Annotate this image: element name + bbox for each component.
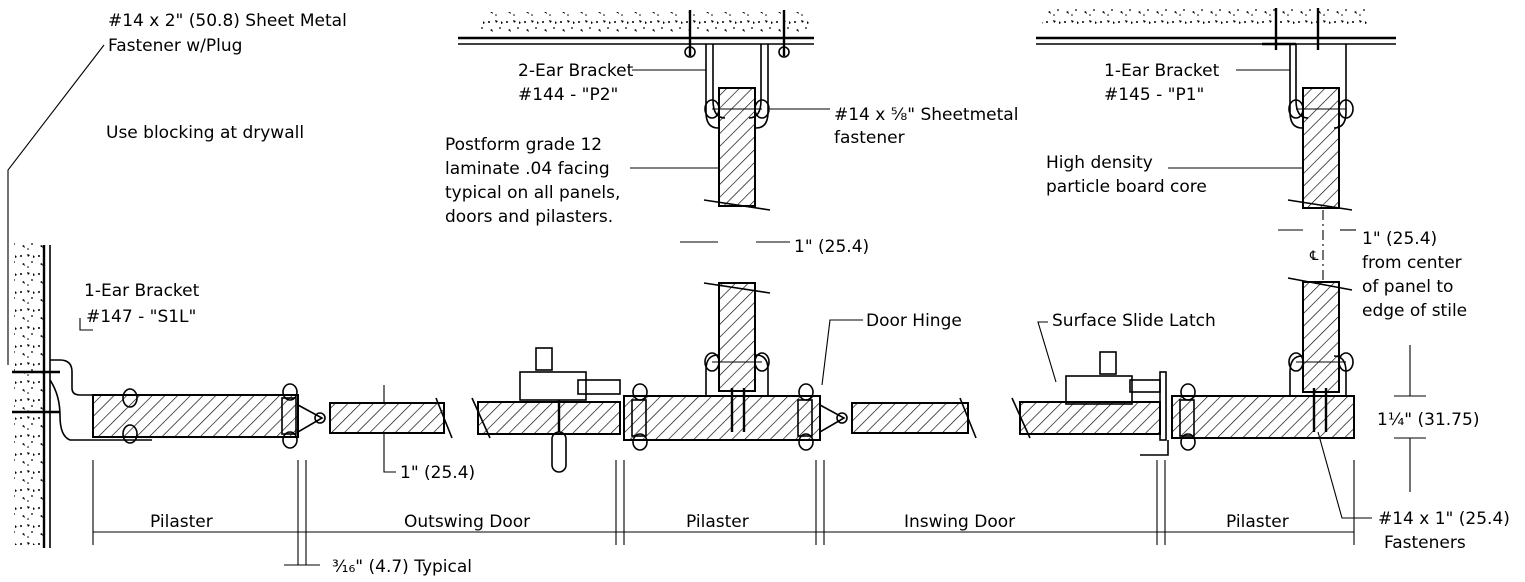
outswing-door-latch-side [471, 347, 621, 473]
label-bracket-p2-2: #144 - "P2" [518, 85, 618, 105]
annotation-labels: #14 x 2" (50.8) Sheet Metal Fastener w/P… [84, 11, 1510, 577]
outswing-door [297, 397, 453, 439]
label-center-note-2: from center [1362, 253, 1462, 273]
centerline-symbol: ℄ [1309, 249, 1319, 264]
panel-right-upper [1262, 8, 1354, 211]
label-center-note-3: of panel to [1362, 277, 1453, 297]
pilaster-left [12, 359, 299, 449]
label-center-note-1: 1" (25.4) [1362, 229, 1437, 249]
label-pilaster-thickness: 1¼" (31.75) [1377, 410, 1479, 430]
dim-label-outswing-door: Outswing Door [404, 512, 530, 532]
label-gap-1in: 1" (25.4) [794, 237, 869, 257]
ceiling-right [1036, 6, 1396, 45]
label-bracket-p1-1: 1-Ear Bracket [1104, 61, 1220, 81]
label-sheetmetal-fastener-2: fastener [834, 128, 905, 148]
label-door-thickness: 1" (25.4) [400, 463, 475, 483]
label-core-2: particle board core [1046, 177, 1207, 197]
label-laminate-2: laminate .04 facing [445, 159, 610, 179]
inswing-door [819, 397, 977, 439]
dim-label-pilaster-middle: Pilaster [686, 512, 749, 532]
label-slide-latch: Surface Slide Latch [1052, 311, 1216, 331]
label-bracket-p1-2: #145 - "P1" [1104, 85, 1204, 105]
panel-middle-lower [703, 282, 771, 396]
label-bracket-s1l-2: #147 - "S1L" [86, 307, 196, 327]
label-bracket-s1l-1: 1-Ear Bracket [84, 281, 200, 301]
dim-label-pilaster-right: Pilaster [1226, 512, 1289, 532]
dim-label-pilaster-left: Pilaster [150, 512, 213, 532]
label-laminate-1: Postform grade 12 [445, 135, 602, 155]
label-gap-typical: ³⁄₁₆" (4.7) Typical [332, 557, 472, 577]
label-core-1: High density [1046, 153, 1153, 173]
label-bracket-p2-1: 2-Ear Bracket [518, 61, 634, 81]
inswing-door-latch-side [1011, 351, 1169, 456]
panel-right-lower [1287, 210, 1354, 396]
panel-middle-upper [684, 10, 790, 211]
dim-label-inswing-door: Inswing Door [904, 512, 1015, 532]
label-door-hinge: Door Hinge [866, 311, 962, 331]
label-sheet-metal-fastener-2: Fastener w/Plug [108, 36, 242, 56]
label-fasteners-1in-2: Fasteners [1384, 533, 1466, 553]
label-sheetmetal-fastener: #14 x ⅝" Sheetmetal [834, 105, 1018, 125]
label-laminate-3: typical on all panels, [445, 183, 620, 203]
label-sheet-metal-fastener: #14 x 2" (50.8) Sheet Metal [108, 11, 347, 31]
label-center-note-4: edge of stile [1362, 301, 1467, 321]
pilaster-right [1171, 383, 1355, 451]
bottom-dimension-lines [92, 460, 1355, 566]
label-fasteners-1in-1: #14 x 1" (25.4) [1378, 509, 1510, 529]
label-laminate-4: doors and pilasters. [445, 207, 613, 227]
label-blocking-note: Use blocking at drywall [106, 123, 304, 143]
leader-lines [7, 44, 1426, 519]
pilaster-middle [623, 383, 821, 451]
left-wall [14, 240, 51, 548]
ceiling-left [458, 12, 814, 45]
